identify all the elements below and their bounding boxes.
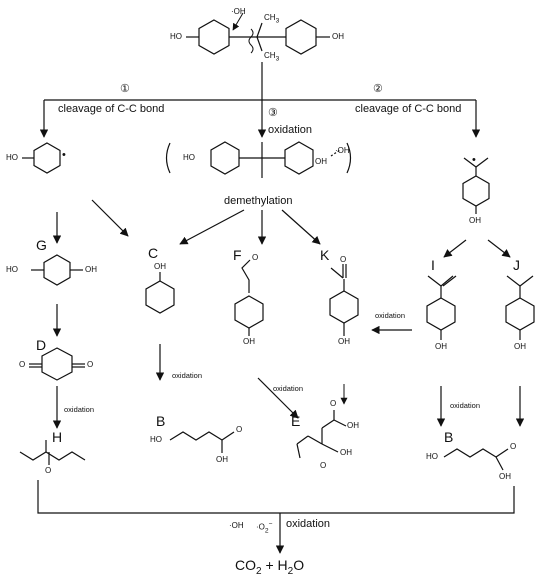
- b-left-o-label: O: [236, 425, 243, 434]
- isopropylphenol-structure: [505, 275, 535, 340]
- isopropenylphenol-structure: [426, 275, 457, 340]
- intermediate-oh-label: OH: [315, 157, 327, 166]
- e-oh-bottom-label: OH: [340, 448, 352, 457]
- cumyl-radical-structure: [462, 157, 490, 214]
- oxidized-intermediate-structure: [165, 141, 352, 178]
- b-left-oh-label: OH: [216, 455, 228, 464]
- step-i-to-k-oxidation: oxidation: [375, 311, 406, 320]
- pathway-1-number: ①: [120, 83, 130, 95]
- b-right-o-label: O: [510, 442, 517, 451]
- step-i-to-b-oxidation: oxidation: [450, 401, 481, 410]
- b-right-oh-label: OH: [499, 472, 511, 481]
- h-o-label: O: [45, 466, 52, 475]
- hydroxyacetophenone-structure: [329, 264, 359, 336]
- e-oh-top-label: OH: [347, 421, 359, 430]
- compound-e-label: E: [291, 413, 301, 429]
- final-hydroxyl-radical-label: ·OH: [229, 521, 244, 530]
- demethylation-label: demethylation: [224, 195, 293, 207]
- pathway-3-number: ③: [268, 107, 278, 119]
- e-o-bottom-label: O: [320, 461, 327, 470]
- hydroxyl-radical-label: ·OH: [231, 7, 246, 16]
- g-ho-label: HO: [6, 265, 18, 274]
- pathway-2-label: cleavage of C-C bond: [355, 103, 462, 115]
- k-o-label: O: [340, 255, 347, 264]
- cumyl-oh-label: OH: [469, 216, 481, 225]
- compound-f-label: F: [233, 247, 242, 263]
- hydroquinone-structure: [31, 254, 83, 286]
- compound-b-left-label: B: [156, 413, 166, 429]
- collector-line: [37, 480, 515, 514]
- compound-h-label: H: [52, 429, 63, 445]
- propylsuccinic-acid-structure: [296, 410, 347, 459]
- pathway-3-label: oxidation: [268, 124, 313, 136]
- hydroxyphenylacetaldehyde-structure: [234, 259, 264, 336]
- methyl-label-bottom: CH3: [264, 51, 280, 63]
- hydroxybutanoic-acid-right-structure: [443, 448, 509, 471]
- e-o-top-label: O: [330, 399, 337, 408]
- phenoxy-radical-dot: •: [62, 149, 66, 161]
- compound-i-label: I: [431, 257, 435, 273]
- divinyl-ketone-structure: [19, 440, 86, 465]
- f-oh-label: OH: [243, 337, 255, 346]
- phenol-structure: [145, 272, 175, 314]
- compound-j-label: J: [513, 257, 520, 273]
- compound-c-label: C: [148, 245, 159, 261]
- d-o-right-label: O: [87, 360, 94, 369]
- compound-d-label: D: [36, 337, 47, 353]
- compound-k-label: K: [320, 247, 330, 263]
- intermediate-ho-label: HO: [183, 153, 195, 162]
- j-oh-label: OH: [514, 342, 526, 351]
- benzoquinone-structure: [29, 347, 85, 381]
- b-left-ho-label: HO: [150, 435, 162, 444]
- methyl-label-top: CH3: [264, 13, 280, 25]
- i-oh-label: OH: [435, 342, 447, 351]
- f-o-label: O: [252, 253, 259, 262]
- hydroxybutanoic-acid-structure: [169, 431, 235, 453]
- step-d-to-h-oxidation: oxidation: [64, 405, 95, 414]
- d-o-left-label: O: [19, 360, 26, 369]
- bpa-oh-label: OH: [332, 32, 344, 41]
- superoxide-label: ·O2−: [256, 521, 273, 535]
- final-products-label: CO2 + H2O: [235, 557, 305, 577]
- k-oh-label: OH: [338, 337, 350, 346]
- pathway-2-number: ②: [373, 83, 383, 95]
- bisphenol-a-structure: [186, 12, 330, 55]
- bpa-ho-label: HO: [170, 32, 182, 41]
- compound-g-label: G: [36, 237, 47, 253]
- final-oxidation-label: oxidation: [286, 518, 331, 530]
- b-right-ho-label: HO: [426, 452, 438, 461]
- step-c-to-b-oxidation: oxidation: [172, 371, 203, 380]
- intermediate-oh-radical: ·OH: [335, 146, 350, 155]
- c-oh-label: OH: [154, 262, 166, 271]
- phenoxy-radical-structure: [22, 142, 61, 174]
- compound-b-right-label: B: [444, 429, 454, 445]
- g-oh-label: OH: [85, 265, 97, 274]
- pathway-1-label: cleavage of C-C bond: [58, 103, 165, 115]
- cumyl-radical-dot: •: [472, 154, 476, 166]
- step-f-to-e-oxidation: oxidation: [273, 384, 304, 393]
- radical-ho-label: HO: [6, 153, 18, 162]
